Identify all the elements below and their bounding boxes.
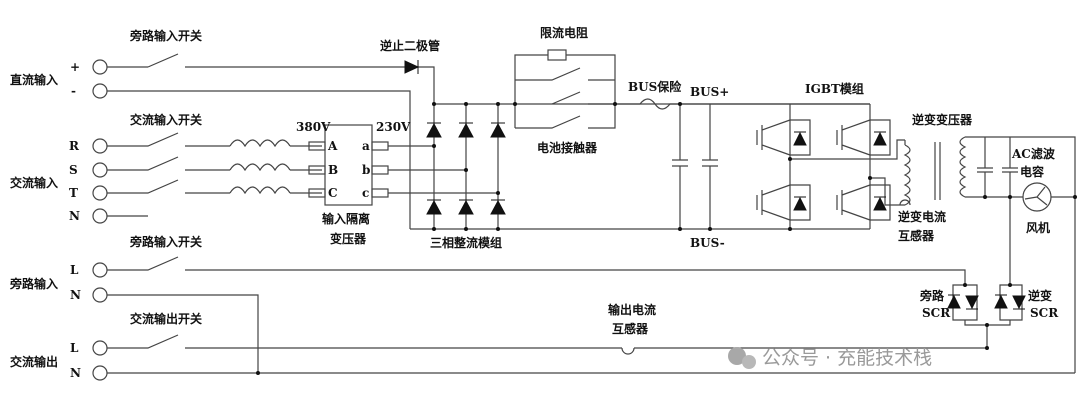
label: A [327,139,338,153]
label: N [70,288,81,302]
label: 逆止二极管 [380,38,440,53]
watermark: 公众号 · 充能技术栈 [728,347,932,369]
label: N [70,366,81,380]
label: BUS- [690,236,725,250]
label: N [69,209,80,223]
label: 互感器 [612,321,649,336]
label: 逆变 [1028,288,1052,303]
label: S [69,163,78,177]
watermark-text: 公众号 · 充能技术栈 [762,347,932,369]
label: 旁路输入开关 [129,234,202,249]
label: BUS+ [690,85,729,99]
label: 380V [296,120,331,134]
label: T [69,186,78,200]
wires [107,49,1076,374]
label: 限流电阻 [540,25,588,40]
label: 变压器 [330,231,367,246]
label: L [70,341,79,355]
label: 逆变变压器 [912,112,973,127]
label: L [70,263,79,277]
label: 输入隔离 [322,211,370,226]
label: AC滤波 [1011,146,1056,161]
label: SCR [1030,306,1059,320]
labels: 旁路输入开关 直流输入 + - 逆止二极管 限流电阻 BUS保险 BUS+ BU… [9,25,1059,380]
label: - [71,84,76,98]
label: 输出电流 [608,302,656,317]
label: + [70,60,80,74]
label: 电容 [1020,164,1044,179]
label: b [362,163,370,177]
label: 旁路输入开关 [129,28,202,43]
label: 风机 [1026,220,1050,235]
terminals [92,59,108,381]
wechat-icon-bubble [742,355,756,369]
junction-dots [256,102,1077,375]
diodes [404,60,1026,310]
label: C [328,186,338,200]
label: 交流输入 [10,175,58,190]
label: a [362,139,370,153]
label: 交流输出 [10,354,58,369]
label: 交流输入开关 [130,112,202,127]
label: B [328,163,338,177]
label: 旁路输入 [9,276,58,291]
label: 230V [376,120,411,134]
label: 电池接触器 [537,140,598,155]
label: BUS保险 [628,79,682,94]
label: IGBT模组 [805,81,864,96]
label: 旁路 [919,288,945,303]
label: 交流输出开关 [130,311,202,326]
label: c [362,186,369,200]
label: SCR [922,306,951,320]
wechat-icon [728,347,746,365]
label: 三相整流模组 [430,235,502,250]
label: 直流输入 [10,72,58,87]
label: 互感器 [898,228,935,243]
label: R [69,139,80,153]
label: 逆变电流 [898,209,946,224]
